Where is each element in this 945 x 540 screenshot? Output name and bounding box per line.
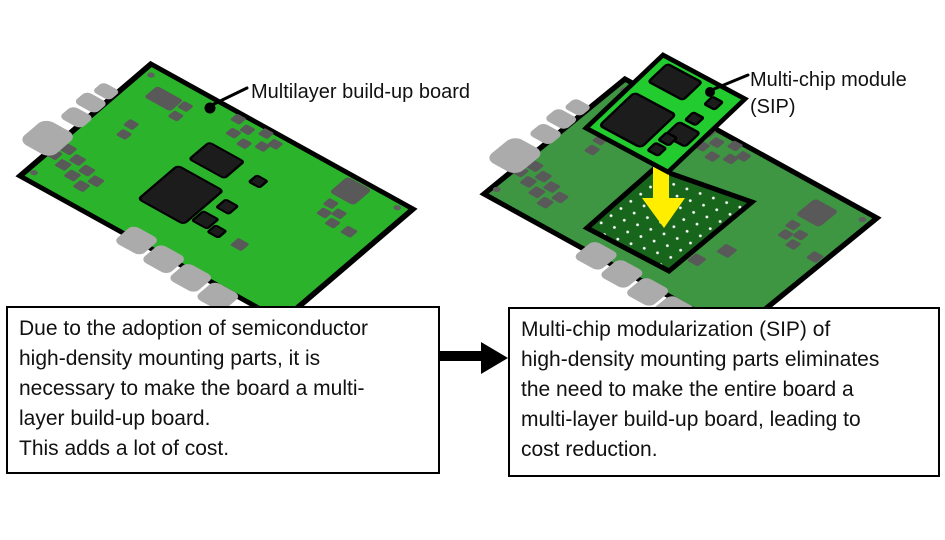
connector-pad	[575, 242, 617, 270]
smd-component	[177, 101, 193, 112]
connector-pad	[530, 123, 561, 145]
connector-pad	[94, 83, 119, 100]
smd-component	[727, 140, 743, 152]
smd-component	[584, 144, 600, 156]
via-hole	[393, 205, 402, 211]
connector-pad	[546, 109, 577, 129]
right-explanation-box: Multi-chip modularization (SIP) of high-…	[508, 307, 940, 477]
smd-component	[704, 151, 720, 162]
ic-chip-large	[138, 165, 223, 224]
callout-dot	[204, 102, 216, 114]
smd-component	[534, 170, 552, 183]
connector-pad	[197, 282, 239, 311]
left-board-label: Multilayer build-up board	[251, 81, 471, 103]
smd-component	[777, 229, 794, 240]
smd-component	[145, 86, 183, 111]
callout-dot	[705, 87, 715, 97]
connector-pad	[601, 260, 643, 288]
right-arrow-icon	[440, 342, 508, 374]
smd-component	[797, 199, 837, 227]
smd-component	[687, 253, 707, 266]
smd-component	[806, 251, 824, 263]
smd-component	[785, 220, 801, 231]
smd-component	[536, 197, 554, 209]
smd-component	[340, 226, 358, 238]
via-hole	[492, 186, 501, 193]
via-hole	[858, 216, 867, 223]
module-chip-small	[684, 111, 705, 126]
connector-pad	[565, 99, 590, 116]
smd-component	[168, 110, 184, 122]
connector-pad	[627, 278, 669, 306]
smd-component	[230, 114, 246, 125]
module-chip-small	[658, 132, 678, 146]
smd-component	[325, 217, 341, 229]
smd-component	[323, 198, 339, 209]
ic-chip-medium	[189, 142, 245, 179]
smd-component	[722, 153, 739, 164]
ic-chip-small	[191, 210, 219, 230]
smd-component	[709, 137, 725, 148]
module-chip-small	[703, 96, 724, 111]
smd-component	[785, 239, 801, 250]
connector-socket	[489, 138, 541, 173]
smd-component	[78, 164, 96, 177]
smd-component	[735, 151, 752, 162]
left-explanation-box: Due to the adoption of semiconductor hig…	[6, 306, 440, 474]
smd-component	[73, 180, 90, 192]
smd-component	[543, 181, 561, 193]
smd-component	[230, 238, 249, 251]
module-chip-large	[599, 92, 676, 148]
callout-line	[712, 73, 750, 91]
smd-component	[551, 191, 569, 204]
smd-component	[64, 169, 81, 182]
ic-chip-small	[216, 199, 239, 215]
connector-socket	[22, 120, 73, 156]
smd-component	[254, 141, 270, 152]
smd-component	[116, 129, 132, 140]
down-arrow-icon	[642, 167, 685, 228]
smd-component	[69, 154, 86, 166]
smd-component	[87, 175, 105, 187]
connector-pad	[170, 264, 212, 292]
module-chip-small	[647, 142, 667, 157]
connector-pad	[61, 107, 92, 128]
multilayer-board	[15, 60, 418, 325]
module-chip-wide	[648, 63, 702, 101]
smd-component	[520, 176, 537, 188]
smd-component	[316, 207, 332, 219]
via-hole	[147, 72, 155, 78]
smd-component	[792, 229, 809, 241]
ic-chip-small	[207, 224, 227, 239]
smd-component	[123, 119, 139, 130]
smd-component	[716, 244, 737, 258]
smd-component	[225, 128, 241, 139]
smd-component	[258, 128, 274, 139]
smd-component	[239, 124, 255, 135]
connector-pad	[143, 245, 184, 273]
smd-component	[267, 139, 283, 150]
smd-component	[330, 177, 371, 205]
smd-component	[236, 138, 252, 149]
connector-pad	[116, 226, 157, 255]
via-hole	[30, 170, 38, 176]
ic-chip-small	[248, 174, 268, 189]
right-module-label: Multi-chip module (SIP)	[750, 69, 907, 118]
smd-component	[54, 159, 72, 171]
connector-pad	[75, 92, 106, 113]
multi-chip-module	[582, 52, 749, 175]
smd-component	[331, 208, 347, 219]
callout-line	[212, 86, 249, 106]
smd-component	[528, 186, 546, 198]
